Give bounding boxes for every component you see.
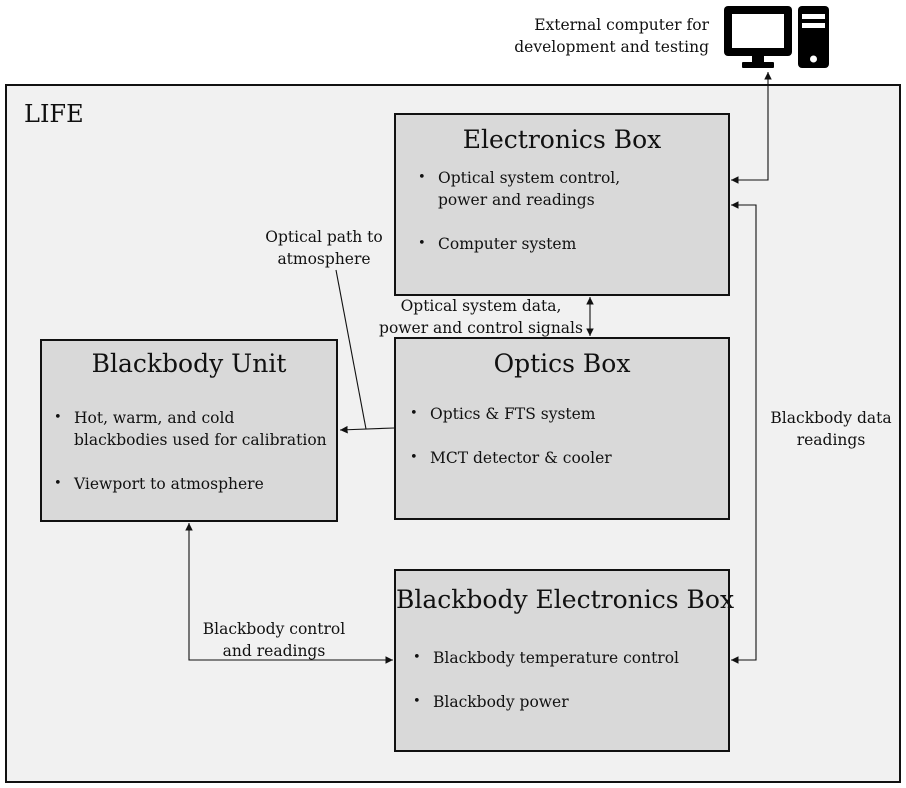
external-computer-caption: External computer for development and te… xyxy=(507,14,709,58)
blackbody-electronics-box-title: Blackbody Electronics Box xyxy=(396,585,735,614)
blackbody-electronics-list: Blackbody temperature control Blackbody … xyxy=(413,647,679,713)
blackbody-unit-item: Hot, warm, and cold blackbodies used for… xyxy=(54,407,327,451)
optical-path-caption: Optical path to atmosphere xyxy=(248,226,400,270)
external-computer-caption-line2: development and testing xyxy=(514,38,709,56)
electronics-box-item: Computer system xyxy=(418,233,620,255)
blackbody-data-caption: Blackbody data readings xyxy=(762,407,900,451)
optical-data-caption: Optical system data, power and control s… xyxy=(372,295,590,339)
optics-box-list: Optics & FTS system MCT detector & coole… xyxy=(410,403,612,469)
computer-electronics-connector xyxy=(731,72,772,184)
blackbody-unit-item: Viewport to atmosphere xyxy=(54,473,327,495)
optical-data-caption-line: Optical system data, xyxy=(400,297,562,315)
optics-box-title: Optics Box xyxy=(493,349,631,378)
optical-path-caption-line: Optical path to xyxy=(265,228,383,246)
blackbody-data-connector xyxy=(731,201,757,664)
optical-path-pointer xyxy=(335,269,367,430)
blackbody-unit-box: Blackbody Unit Hot, warm, and cold black… xyxy=(40,339,338,522)
blackbody-unit-item-line: blackbodies used for calibration xyxy=(74,431,327,449)
blackbody-control-connector xyxy=(185,523,393,664)
blackbody-electronics-item: Blackbody power xyxy=(413,691,679,713)
blackbody-unit-title: Blackbody Unit xyxy=(91,349,287,378)
system-label: LIFE xyxy=(24,100,84,128)
optical-path-caption-line: atmosphere xyxy=(277,250,371,268)
blackbody-unit-item-line: Hot, warm, and cold xyxy=(74,409,235,427)
blackbody-unit-list: Hot, warm, and cold blackbodies used for… xyxy=(54,407,327,495)
external-computer-caption-line1: External computer for xyxy=(534,16,709,34)
blackbody-data-caption-line: readings xyxy=(796,431,866,449)
electronics-box-item: Optical system control, power and readin… xyxy=(418,167,620,211)
optics-box-item: Optics & FTS system xyxy=(410,403,612,425)
blackbody-electronics-box: Blackbody Electronics Box Blackbody temp… xyxy=(394,569,735,752)
electronics-box-list: Optical system control, power and readin… xyxy=(418,167,620,255)
blackbody-electronics-item: Blackbody temperature control xyxy=(413,647,679,669)
optics-box: Optics Box Optics & FTS system MCT detec… xyxy=(394,337,730,520)
blackbody-data-caption-line: Blackbody data xyxy=(770,409,892,427)
electronics-item-line: power and readings xyxy=(438,191,595,209)
desktop-computer-icon xyxy=(724,6,829,68)
optics-to-blackbody-connector xyxy=(339,425,395,434)
electronics-box-title: Electronics Box xyxy=(462,125,662,154)
optics-box-item: MCT detector & cooler xyxy=(410,447,612,469)
optical-data-caption-line: power and control signals xyxy=(379,319,583,337)
electronics-item-line: Optical system control, xyxy=(438,169,621,187)
electronics-box: Electronics Box Optical system control, … xyxy=(394,113,730,296)
